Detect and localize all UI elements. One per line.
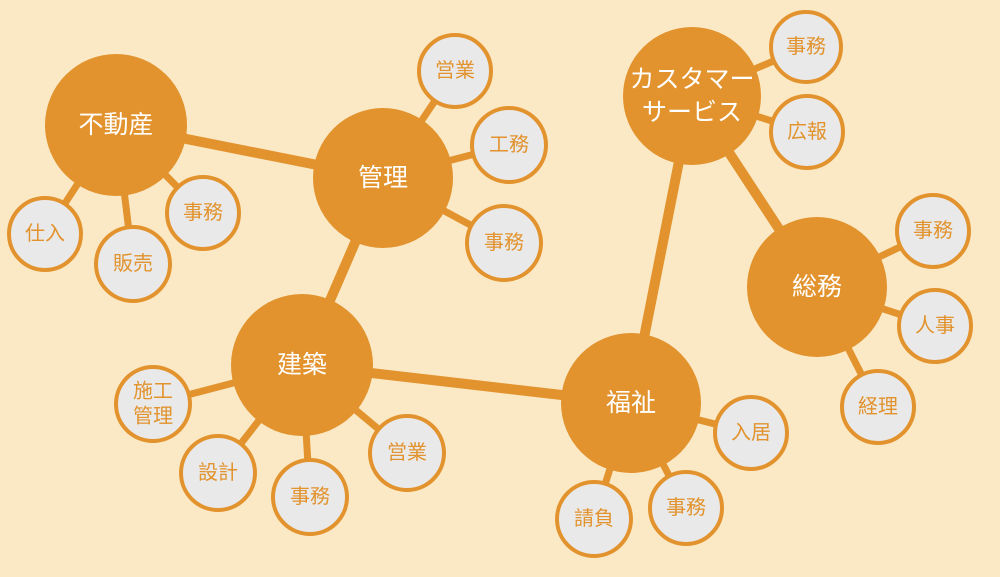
node-label-line: 事務 [183, 201, 223, 224]
node-label: 広報 [787, 120, 827, 143]
node-label-line: 施工 [133, 380, 173, 403]
node-label: 営業 [387, 441, 427, 464]
node-label: 不動産 [78, 111, 153, 139]
node-label-line: 事務 [786, 35, 826, 58]
section-node-re-sales: 販売 [94, 225, 172, 303]
node-label: 福祉 [606, 389, 656, 417]
department-node-construction: 建築 [231, 294, 373, 436]
department-circle [623, 27, 761, 165]
section-node-mg-engineering: 工務 [470, 106, 548, 184]
department-node-welfare: 福祉 [561, 333, 701, 473]
node-label: 人事 [915, 314, 955, 337]
section-node-cn-sales: 営業 [368, 414, 446, 492]
section-circle [769, 10, 843, 84]
section-circle [555, 480, 633, 558]
node-label-line: 経理 [858, 395, 898, 418]
section-node-mg-clerical: 事務 [465, 204, 543, 282]
node-label-line: 事務 [913, 219, 953, 242]
section-node-cn-clerical: 事務 [271, 458, 349, 536]
node-label: 管理 [358, 164, 408, 192]
node-label: カスタマーサービス [629, 66, 754, 127]
node-label-line: 不動産 [78, 111, 153, 139]
node-label: 事務 [484, 231, 524, 254]
section-node-ga-clerical: 事務 [895, 193, 971, 269]
node-label: 総務 [792, 273, 842, 301]
node-label-line: 管理 [358, 164, 408, 192]
section-circle [7, 196, 83, 272]
department-circle [313, 108, 453, 248]
department-circle [747, 217, 887, 357]
node-label-line: 工務 [489, 133, 529, 156]
section-node-wf-clerical: 事務 [648, 470, 724, 546]
node-label-line: カスタマー [629, 66, 754, 94]
node-label: 事務 [786, 35, 826, 58]
node-label-line: 広報 [787, 120, 827, 143]
section-circle [94, 225, 172, 303]
node-label-line: 販売 [113, 252, 153, 275]
department-node-general-affairs: 総務 [747, 217, 887, 357]
section-circle [713, 395, 789, 471]
department-circle [561, 333, 701, 473]
section-node-ga-human-resources: 人事 [897, 288, 973, 364]
section-node-wf-move-in: 入居 [713, 395, 789, 471]
department-node-management: 管理 [313, 108, 453, 248]
node-label: 営業 [435, 59, 475, 82]
section-node-mg-sales: 営業 [417, 33, 493, 109]
section-circle [840, 369, 916, 445]
node-label: 事務 [183, 201, 223, 224]
section-circle [417, 33, 493, 109]
node-label-line: 請負 [574, 507, 614, 530]
section-node-re-purchasing: 仕入 [7, 196, 83, 272]
node-label: 設計 [198, 461, 238, 484]
department-circle [45, 54, 187, 196]
node-label-line: 事務 [290, 485, 330, 508]
node-label: 工務 [489, 133, 529, 156]
section-circle [368, 414, 446, 492]
node-label-line: 人事 [915, 314, 955, 337]
node-label-line: 福祉 [606, 389, 656, 417]
node-label: 事務 [666, 496, 706, 519]
node-label: 仕入 [25, 222, 65, 245]
node-label: 入居 [731, 422, 771, 444]
section-node-wf-contracting: 請負 [555, 480, 633, 558]
section-circle [179, 434, 257, 512]
department-node-customer-service: カスタマーサービス [623, 27, 761, 165]
section-node-re-clerical: 事務 [165, 175, 241, 251]
node-label: 施工管理 [133, 380, 173, 428]
section-circle [895, 193, 971, 269]
node-label-line: 営業 [435, 59, 475, 82]
department-circle [231, 294, 373, 436]
node-label: 経理 [858, 395, 898, 418]
node-label-line: 事務 [484, 231, 524, 254]
node-label: 販売 [113, 252, 153, 275]
node-label-line: 入居 [731, 422, 771, 444]
section-node-cn-design: 設計 [179, 434, 257, 512]
node-label-line: 事務 [666, 496, 706, 519]
node-label-line: 管理 [133, 405, 173, 428]
section-node-cn-site-management: 施工管理 [114, 365, 192, 443]
department-node-real-estate: 不動産 [45, 54, 187, 196]
section-circle [897, 288, 973, 364]
section-circle [114, 365, 192, 443]
node-label-line: 設計 [198, 461, 238, 484]
node-label-line: サービス [642, 99, 742, 127]
node-label: 請負 [574, 507, 614, 530]
node-label: 事務 [913, 219, 953, 242]
section-circle [165, 175, 241, 251]
node-label-line: 営業 [387, 441, 427, 464]
section-circle [465, 204, 543, 282]
section-circle [271, 458, 349, 536]
section-circle [648, 470, 724, 546]
section-node-cs-clerical: 事務 [769, 10, 843, 84]
node-label-line: 総務 [792, 273, 842, 301]
node-label: 事務 [290, 485, 330, 508]
node-label-line: 仕入 [25, 222, 65, 245]
section-circle [470, 106, 548, 184]
node-label-line: 建築 [277, 351, 327, 379]
section-node-cs-public-relations: 広報 [769, 94, 845, 170]
section-circle [769, 94, 845, 170]
node-label: 建築 [277, 351, 327, 379]
section-node-ga-accounting: 経理 [840, 369, 916, 445]
